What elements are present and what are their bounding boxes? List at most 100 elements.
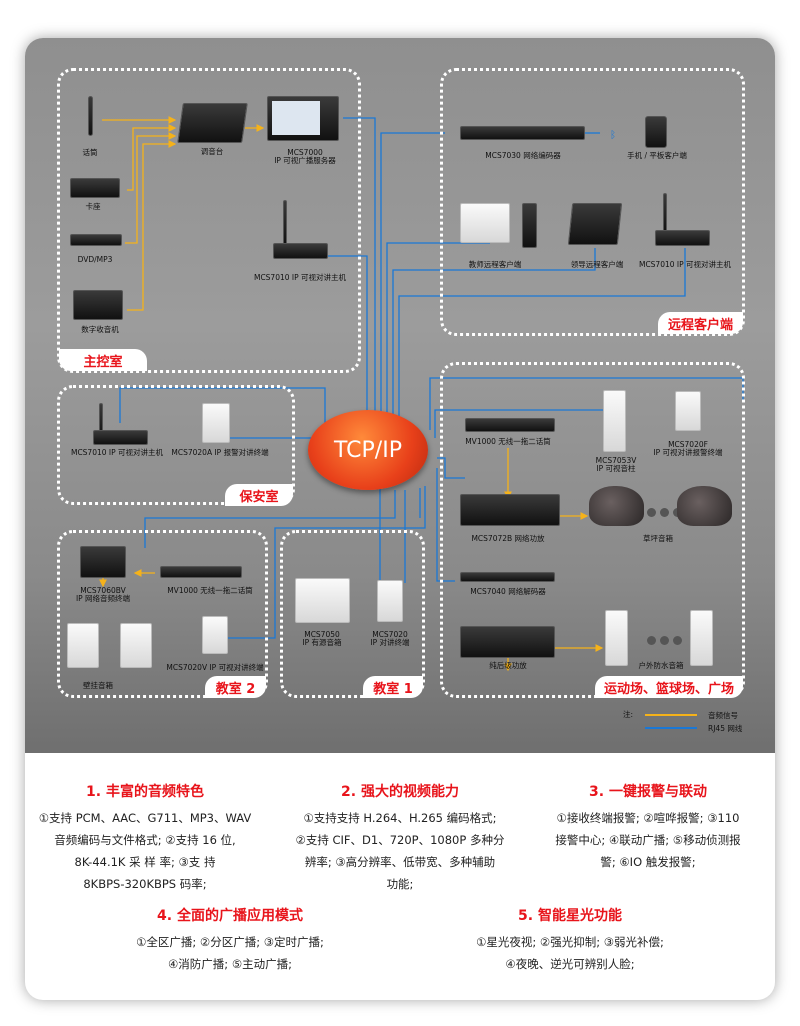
device-label: 纯后级功放	[489, 661, 527, 670]
wall-speaker-device	[120, 623, 152, 668]
device-label: 话筒	[82, 148, 98, 157]
region-label-control-room: 主控室	[59, 349, 147, 371]
network-decoder-device	[460, 572, 555, 582]
device-label: IP 对讲终端	[370, 638, 410, 647]
device-label: IP 可视对讲报警终端	[653, 448, 723, 457]
feature-starlight: 5. 智能星光功能 ①星光夜视; ②强光抑制; ③弱光补偿;④夜晚、逆光可辨别人…	[445, 905, 695, 975]
region-label-remote: 远程客户端	[658, 312, 743, 334]
region-label-security: 保安室	[225, 484, 293, 506]
connection-lines	[99, 116, 744, 672]
feature-title: 5. 智能星光功能	[518, 908, 622, 924]
card: 主控室 话筒 卡座 DVD/MP3 数字收音机 调音台 MCS7000 IP 可…	[25, 38, 775, 1000]
tcp-ip-hub: TCP/IP	[308, 410, 428, 490]
dvd-player-device	[70, 234, 122, 246]
intercom-host-device	[93, 430, 148, 445]
legend-note: 注:	[623, 710, 634, 719]
active-speaker-device	[295, 578, 350, 623]
phone-tablet-device	[645, 116, 667, 148]
intercom-host-device	[273, 243, 328, 259]
intercom-terminal-device	[377, 580, 403, 622]
alarm-terminal-device	[675, 391, 701, 431]
outdoor-speaker-device	[690, 610, 713, 666]
region-control-room	[57, 68, 361, 373]
intercom-host-device	[655, 230, 710, 246]
teacher-pc-device	[460, 203, 510, 243]
lawn-speaker-device	[677, 486, 732, 526]
more-dots	[647, 636, 682, 645]
device-label: 壁挂音箱	[83, 681, 113, 690]
alarm-terminal-device	[202, 403, 230, 443]
feature-text: ①星光夜视; ②强光抑制; ③弱光补偿;④夜晚、逆光可辨别人脸;	[476, 935, 664, 971]
device-label: 手机 / 平板客户端	[627, 151, 687, 160]
video-intercom-terminal-device	[202, 616, 228, 654]
intercom-mic-device	[663, 193, 667, 233]
feature-broadcast: 4. 全面的广播应用模式 ①全区广播; ②分区广播; ③定时广播;④消防广播; …	[105, 905, 355, 975]
mixer-device	[177, 103, 248, 143]
rj45-lines	[119, 117, 744, 639]
feature-video: 2. 强大的视频能力 ①支持支持 H.264、H.265 编码格式;②支持 CI…	[285, 781, 515, 895]
bluetooth-icon: ᛒ	[610, 130, 616, 141]
legend-audio-line	[645, 714, 697, 716]
feature-text: ①全区广播; ②分区广播; ③定时广播;④消防广播; ⑤主动广播;	[136, 935, 324, 971]
intercom-mic-device	[283, 200, 287, 245]
wireless-mic-device	[160, 566, 242, 578]
device-label: DVD/MP3	[77, 255, 113, 264]
feature-title: 3. 一键报警与联动	[589, 784, 707, 800]
region-sports	[440, 362, 745, 698]
device-label: MCS7072B 网络功放	[471, 534, 545, 543]
device-label: IP 可视广播服务器	[274, 156, 336, 165]
device-label: MCS7010 IP 可视对讲主机	[70, 448, 164, 457]
radio-device	[73, 290, 123, 320]
legend-rj45-line	[645, 727, 697, 729]
encoder-device	[460, 126, 585, 140]
lawn-speaker-device	[589, 486, 644, 526]
feature-text: ①支持支持 H.264、H.265 编码格式;②支持 CIF、D1、720P、1…	[295, 811, 505, 891]
region-label-classroom1: 教室 1	[363, 676, 423, 698]
column-speaker-device	[603, 390, 626, 452]
device-label: MCS7050	[304, 630, 340, 639]
device-label: MCS7020F	[668, 440, 708, 449]
region-label-sports: 运动场、篮球场、广场	[595, 676, 743, 698]
device-label: MCS7010 IP 可视对讲主机	[638, 260, 732, 269]
device-label: 领导远程客户端	[570, 260, 624, 269]
device-label: MCS7020V IP 可视对讲终端	[166, 663, 264, 672]
region-remote	[440, 68, 745, 336]
device-label: MCS7053V	[595, 456, 637, 465]
feature-title: 1. 丰富的音频特色	[86, 784, 204, 800]
device-label: MCS7020A IP 报警对讲终端	[171, 448, 269, 457]
network-diagram: 主控室 话筒 卡座 DVD/MP3 数字收音机 调音台 MCS7000 IP 可…	[25, 38, 775, 753]
device-label: MCS7040 网络解码器	[470, 587, 546, 596]
region-classroom2	[57, 530, 268, 698]
wall-speaker-device	[67, 623, 99, 668]
device-label: MCS7030 网络编码器	[485, 151, 561, 160]
audio-terminal-device	[80, 546, 126, 578]
laptop-device	[567, 203, 623, 245]
power-amplifier-device	[460, 626, 555, 658]
broadcast-server-device	[267, 96, 339, 141]
feature-title: 2. 强大的视频能力	[341, 784, 459, 800]
network-amplifier-device	[460, 494, 560, 526]
region-label-classroom2: 教室 2	[205, 676, 266, 698]
device-label: MV1000 无线一拖二话筒	[465, 437, 551, 446]
device-label: IP 可视音柱	[596, 464, 636, 473]
device-label: 卡座	[85, 202, 101, 211]
device-label: MCS7000	[287, 148, 323, 157]
device-label: 教师远程客户端	[468, 260, 522, 269]
microphone-device	[88, 96, 93, 136]
legend-rj45: RJ45 网线	[708, 724, 743, 733]
device-label: 数字收音机	[81, 325, 119, 334]
device-label: 户外防水音箱	[638, 661, 684, 670]
device-label: 草坪音箱	[643, 534, 673, 543]
legend-audio: 音频信号	[708, 711, 738, 720]
outdoor-speaker-device	[605, 610, 628, 666]
wireless-mic-device	[465, 418, 555, 432]
device-label: MCS7060BV	[80, 586, 126, 595]
cassette-deck-device	[70, 178, 120, 198]
pc-tower-device	[522, 203, 537, 248]
region-classroom1	[280, 530, 425, 698]
